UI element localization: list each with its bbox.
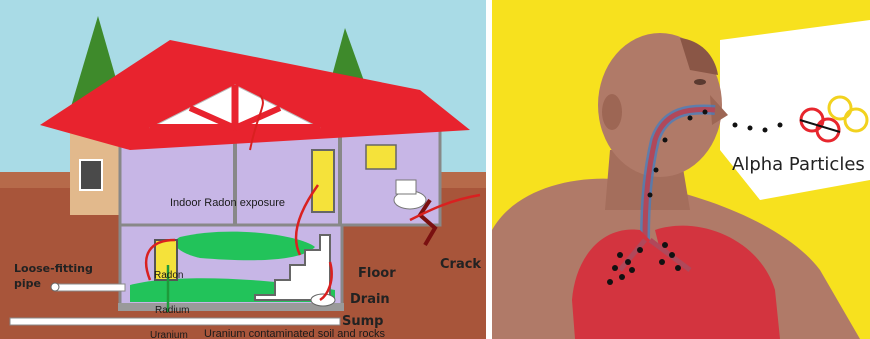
- label-pipe: pipe: [14, 277, 41, 290]
- house-panel: Indoor Radon exposure Loose-fitting pipe…: [0, 0, 486, 339]
- body-panel: Alpha Particles: [492, 0, 870, 339]
- label-uranium: Uranium: [150, 330, 188, 339]
- label-drain: Drain: [350, 292, 390, 307]
- toilet-tank: [396, 180, 416, 194]
- label-radium: Radium: [155, 305, 189, 316]
- label-indoor-radon: Indoor Radon exposure: [170, 197, 285, 209]
- label-floor: Floor: [358, 266, 396, 281]
- eye: [694, 79, 706, 85]
- foundation: [118, 303, 344, 311]
- label-crack: Crack: [440, 257, 481, 272]
- label-sump: Sump: [342, 314, 383, 329]
- label-soil: Uranium contaminated soil and rocks: [204, 328, 385, 339]
- label-loose-fitting: Loose-fitting: [14, 262, 93, 275]
- bathroom-mirror: [366, 145, 396, 169]
- yellow-door: [312, 150, 334, 212]
- side-window: [80, 160, 102, 190]
- loose-pipe: [55, 284, 125, 291]
- ear: [602, 94, 622, 130]
- label-alpha-particles: Alpha Particles: [732, 154, 865, 175]
- pipe-end: [51, 283, 59, 291]
- label-radon: Radon: [154, 270, 183, 281]
- panel-gap: [486, 0, 492, 339]
- sump-pit: [311, 294, 335, 306]
- drain-pipe: [10, 318, 340, 325]
